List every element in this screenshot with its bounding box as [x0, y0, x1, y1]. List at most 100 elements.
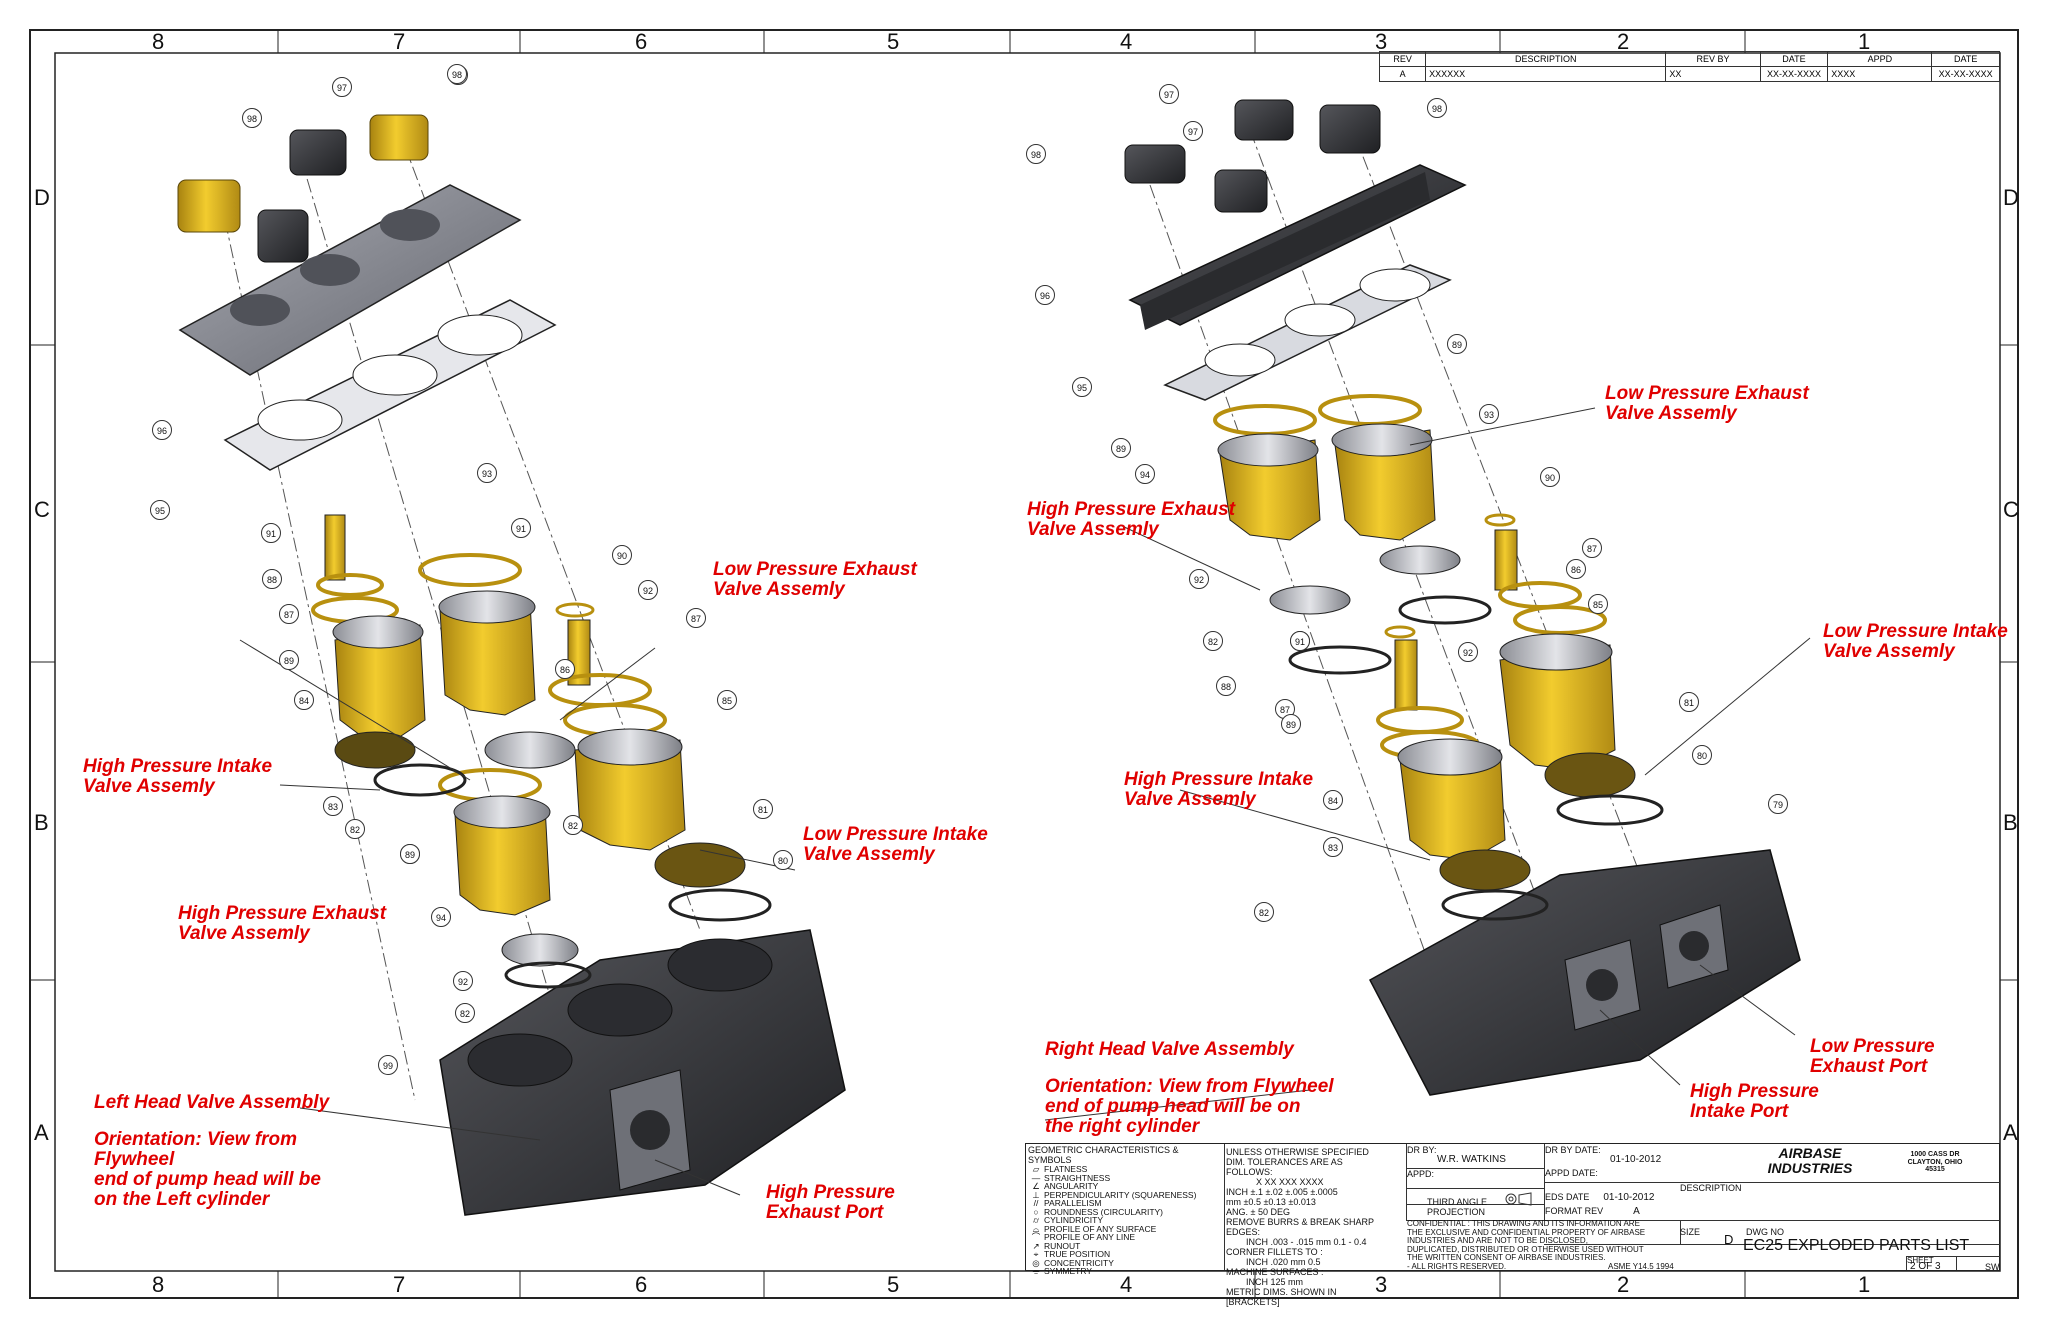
zone-number-top-7: 7: [393, 29, 406, 54]
right-caps: [1124, 99, 1381, 213]
gdt-symbol-icon: //: [1033, 1198, 1039, 1208]
right-item-balloon-19: 82: [1203, 631, 1223, 651]
right-valve-cover-96: [1128, 164, 1467, 330]
company-logo: AIRBASE INDUSTRIES: [1767, 1145, 1853, 1176]
right-item-balloon-2: 98: [1026, 144, 1046, 164]
right-item-balloon-15: 86: [1566, 559, 1586, 579]
right-item-balloon-14: 87: [1582, 538, 1602, 558]
gdt-symbol-icon: ▱: [1032, 1164, 1040, 1174]
gdt-symbol-icon: ◎: [1032, 1257, 1040, 1268]
gdt-item: //PARALLELISM: [1028, 1199, 1224, 1208]
left-item-balloon-18: 92: [638, 580, 658, 600]
left-item-balloon-16: 91: [511, 518, 531, 538]
right-item-balloon-16: 85: [1588, 594, 1608, 614]
right-item-balloon-10: 94: [1135, 464, 1155, 484]
gdt-symbol-icon: ⊥: [1032, 1189, 1040, 1200]
gdt-symbol-icon: ○: [1033, 1206, 1039, 1217]
zone-number-bottom-2: 2: [1617, 1272, 1630, 1297]
zone-number-top-2: 2: [1617, 29, 1630, 54]
left-item-balloon-8: 88: [262, 569, 282, 589]
left-item-balloon-6: 95: [150, 500, 170, 520]
left-item-balloon-1: 97: [332, 77, 352, 97]
left-item-balloon-22: 82: [563, 815, 583, 835]
zone-letter-left-A: A: [34, 1120, 49, 1145]
zone-number-bottom-8: 8: [152, 1272, 165, 1297]
gdt-item: ⌖TRUE POSITION: [1028, 1250, 1224, 1259]
right-item-balloon-24: 83: [1323, 837, 1343, 857]
gdt-symbol-icon: ⌓: [1032, 1223, 1040, 1234]
zone-letter-left-C: C: [34, 497, 50, 522]
gdt-item: ↗RUNOUT: [1028, 1240, 1224, 1251]
zone-ticks: [30, 30, 2018, 1298]
revision-table-row: A XXXXXX XX XX-XX-XXXX XXXX XX-XX-XXXX: [1378, 66, 2000, 82]
left-item-balloon-25: 81: [753, 799, 773, 819]
gdt-symbol-icon: ↗: [1032, 1240, 1040, 1251]
zone-letter-left-D: D: [34, 185, 50, 210]
left-item-balloon-2: 98: [242, 108, 262, 128]
right-item-balloon-11: 92: [1189, 569, 1209, 589]
gdt-block: GEOMETRIC CHARACTERISTICS & SYMBOLS ▱FLA…: [1028, 1145, 1224, 1276]
right-item-balloon-27: 80: [1692, 745, 1712, 765]
left-item-balloon-7: 91: [261, 523, 281, 543]
size-label: SIZE: [1680, 1227, 1701, 1237]
zone-number-bottom-7: 7: [393, 1272, 406, 1297]
gdt-symbol-list: ▱FLATNESS—STRAIGHTNESS∠ANGULARITY⊥PERPEN…: [1028, 1165, 1224, 1276]
zone-number-top-4: 4: [1120, 29, 1133, 54]
left-item-balloon-19: 86: [555, 659, 575, 679]
right-item-balloon-22: 89: [1281, 714, 1301, 734]
zone-number-bottom-6: 6: [635, 1272, 648, 1297]
right-item-balloon-17: 92: [1458, 642, 1478, 662]
tolerance-block: UNLESS OTHERWISE SPECIFIED DIM. TOLERANC…: [1226, 1147, 1374, 1307]
gdt-symbol-icon: ⌖: [1033, 1249, 1039, 1259]
left-item-balloon-21: 85: [717, 690, 737, 710]
right-item-balloon-7: 89: [1447, 334, 1467, 354]
revision-table: REV DESCRIPTION REV BY DATE APPD DATE A …: [1378, 51, 2000, 82]
asme-standard: ASME Y14.5 1994: [1608, 1262, 1674, 1271]
gdt-symbol-icon: ⌯: [1032, 1266, 1040, 1276]
third-angle-projection-icon: [1503, 1192, 1533, 1206]
gdt-item: ○ROUNDNESS (CIRCULARITY): [1028, 1206, 1224, 1217]
dwg-no-label: DWG NO: [1746, 1227, 1784, 1237]
left-item-balloon-9: 87: [279, 604, 299, 624]
zone-number-top-6: 6: [635, 29, 648, 54]
right-item-balloon-5: 96: [1035, 285, 1055, 305]
gdt-item: ⌒PROFILE OF ANY LINE: [1028, 1233, 1224, 1242]
left-valve-cover-96: [178, 184, 522, 376]
zone-number-top-5: 5: [887, 29, 900, 54]
sw-label: SW: [1985, 1262, 2000, 1272]
right-valve-parts: [1213, 394, 1664, 921]
right-item-balloon-28: 79: [1768, 794, 1788, 814]
left-item-balloon-11: 84: [294, 690, 314, 710]
left-cylinder-head-99: [439, 929, 846, 1216]
left-item-balloon-13: 82: [345, 819, 365, 839]
left-item-balloon-20: 87: [686, 608, 706, 628]
right-item-balloon-6: 95: [1072, 377, 1092, 397]
gdt-item: ▱FLATNESS: [1028, 1165, 1224, 1174]
gdt-item: —STRAIGHTNESS: [1028, 1173, 1224, 1183]
zone-number-top-1: 1: [1858, 29, 1871, 54]
gdt-symbol-icon: ⌒: [1031, 1232, 1041, 1242]
left-valve-parts: [311, 514, 772, 989]
leader-lines: [239, 407, 1811, 1196]
confidential-notice: CONFIDENTIAL : THIS DRAWING AND ITS INFO…: [1407, 1219, 1646, 1271]
gdt-item: ⌯SYMMETRY: [1028, 1267, 1224, 1276]
left-item-balloon-17: 90: [612, 545, 632, 565]
gdt-symbol-icon: ⌭: [1032, 1215, 1040, 1225]
description-label: DESCRIPTION: [1680, 1183, 1742, 1193]
zone-number-bottom-5: 5: [887, 1272, 900, 1297]
left-item-balloon-5: 96: [152, 420, 172, 440]
right-cylinder-head-79: [1368, 849, 1801, 1096]
title-block: [1025, 1143, 2000, 1271]
